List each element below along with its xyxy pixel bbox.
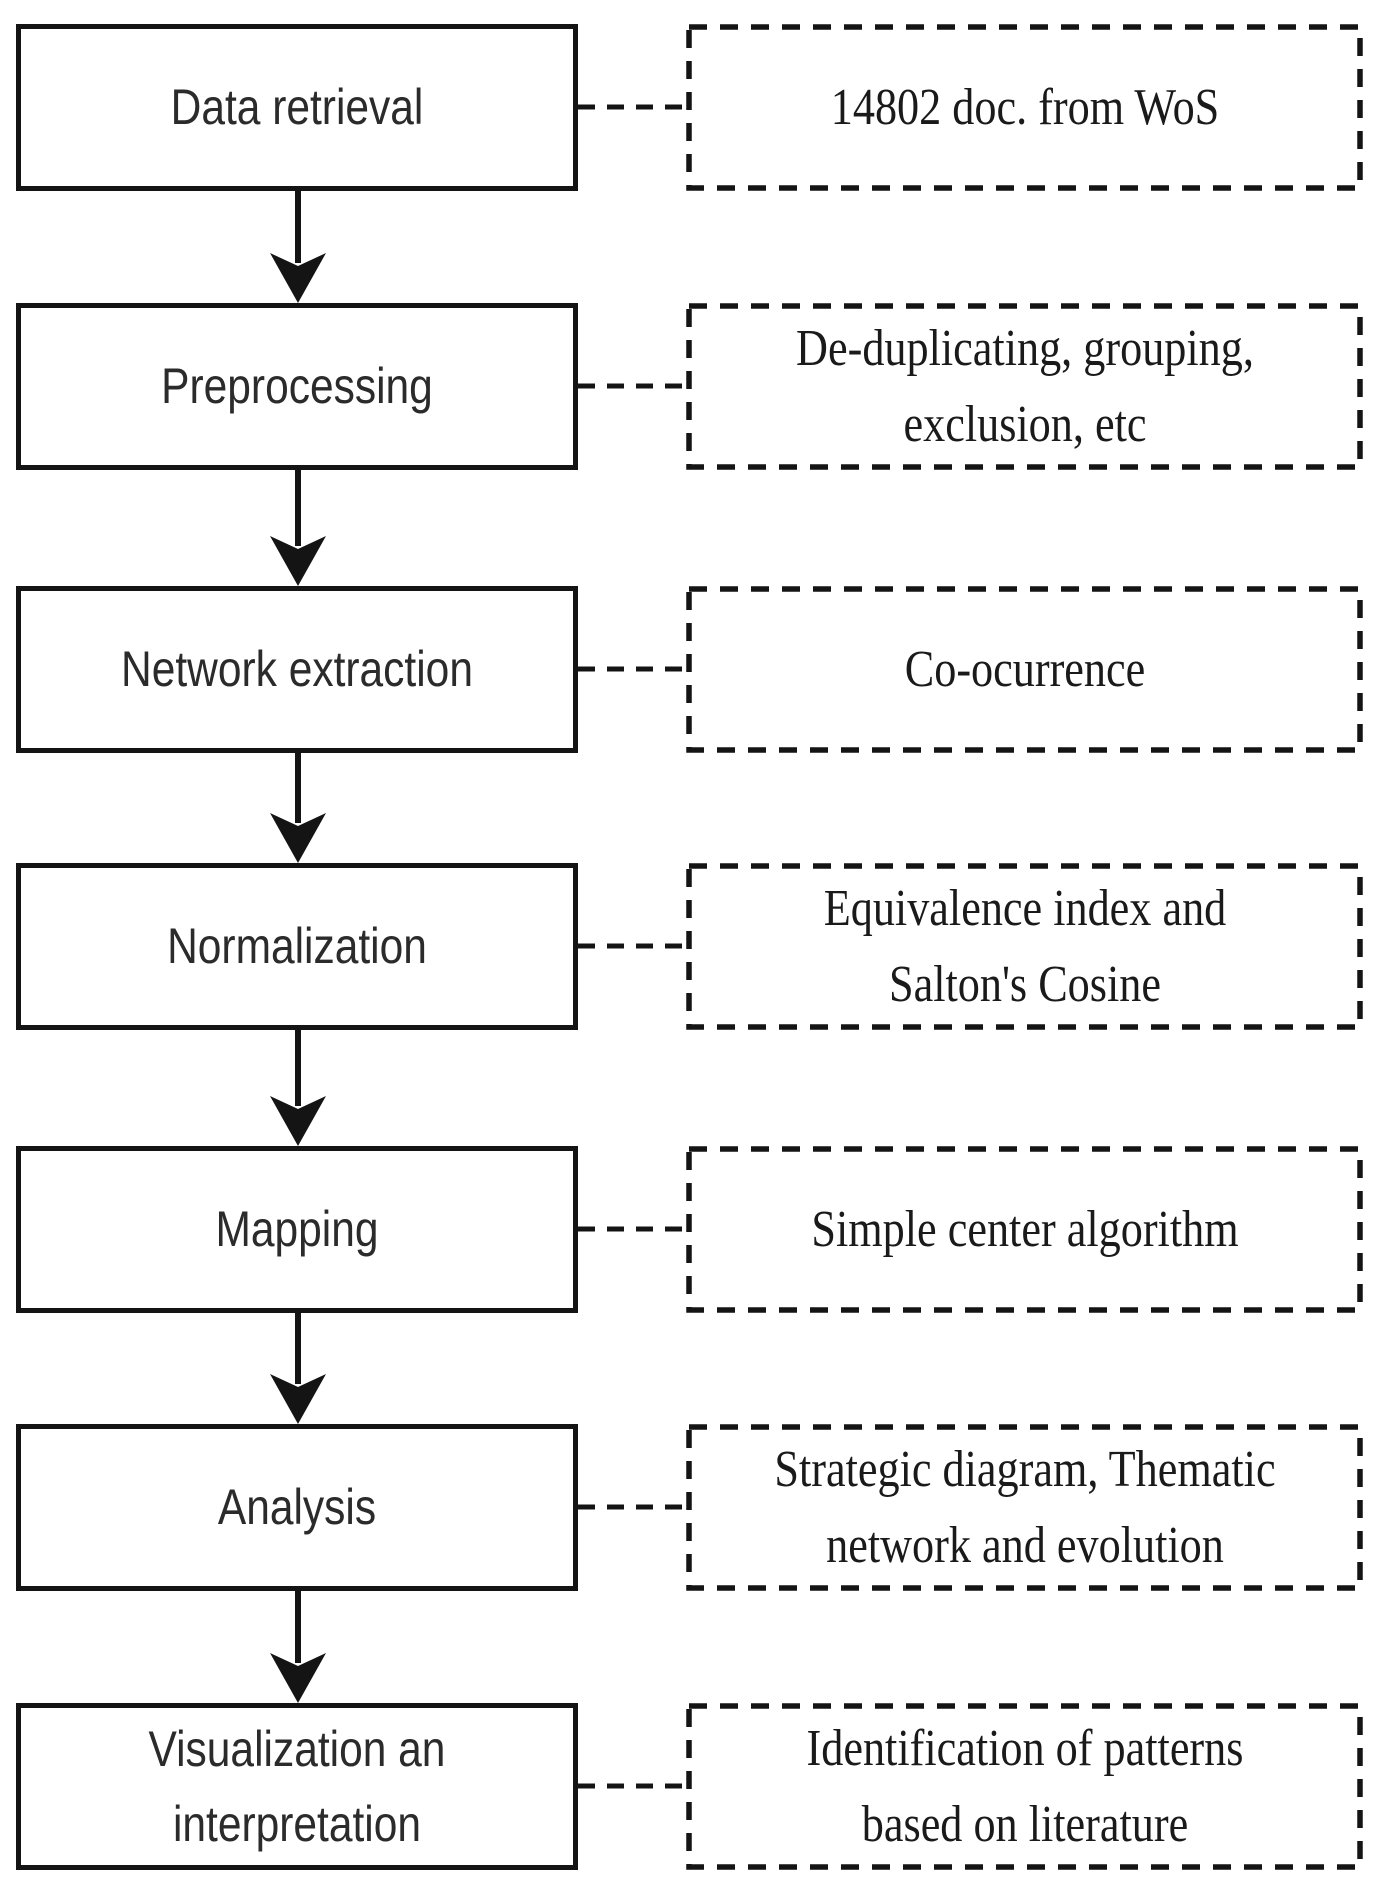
dashed-frame [686, 24, 1363, 191]
step-label: Network extraction [121, 641, 473, 697]
down-arrow-icon [270, 1030, 326, 1146]
dashed-frame [686, 1703, 1363, 1870]
step-label: Mapping [215, 1201, 379, 1257]
note-label: 14802 doc. from WoS [830, 78, 1219, 136]
note-label: De-duplicating, grouping, exclusion, etc [795, 320, 1254, 453]
dashed-connector [578, 104, 686, 110]
step-box-preprocessing: Preprocessing [16, 303, 578, 470]
dashed-frame [686, 1146, 1363, 1313]
note-box-analysis: Strategic diagram, Thematic network and … [686, 1424, 1363, 1591]
note-label: Simple center algorithm [810, 1200, 1239, 1258]
step-label: Data retrieval [170, 79, 424, 135]
dashed-rect [686, 24, 1363, 191]
dashed-connector [578, 1783, 686, 1789]
down-arrow-icon [270, 470, 326, 586]
note-label: Equivalence index and Salton's Cosine [823, 880, 1226, 1013]
dashed-connector [578, 1504, 686, 1510]
note-box-network-extraction: Co-ocurrence [686, 586, 1363, 753]
arrow-head [270, 253, 326, 303]
dashed-frame [686, 586, 1363, 753]
down-arrow-icon [270, 753, 326, 863]
note-box-data-retrieval: 14802 doc. from WoS [686, 24, 1363, 191]
dashed-connector [578, 666, 686, 672]
dashed-connector [578, 1226, 686, 1232]
note-box-visualization-interpretation: Identification of patterns based on lite… [686, 1703, 1363, 1870]
dashed-rect [686, 303, 1363, 470]
dashed-rect [686, 1703, 1363, 1870]
note-label: Identification of patterns based on lite… [806, 1720, 1243, 1853]
step-box-data-retrieval: Data retrieval [16, 24, 578, 191]
step-label: Preprocessing [161, 358, 433, 414]
note-box-normalization: Equivalence index and Salton's Cosine [686, 863, 1363, 1030]
step-label: Visualization an interpretation [148, 1720, 446, 1852]
dashed-frame [686, 863, 1363, 1030]
note-label: Strategic diagram, Thematic network and … [773, 1441, 1276, 1574]
dashed-rect [686, 1146, 1363, 1313]
step-box-visualization-interpretation: Visualization an interpretation [16, 1703, 578, 1870]
down-arrow-icon [270, 1591, 326, 1703]
dashed-connector [578, 383, 686, 389]
arrow-head [270, 813, 326, 863]
note-box-preprocessing: De-duplicating, grouping, exclusion, etc [686, 303, 1363, 470]
dashed-rect [686, 863, 1363, 1030]
dashed-rect [686, 586, 1363, 753]
dashed-connector [578, 943, 686, 949]
arrow-head [270, 1096, 326, 1146]
step-label: Normalization [167, 918, 427, 974]
step-label: Analysis [217, 1479, 377, 1535]
step-box-normalization: Normalization [16, 863, 578, 1030]
down-arrow-icon [270, 1313, 326, 1424]
arrow-head [270, 536, 326, 586]
arrow-head [270, 1653, 326, 1703]
arrow-head [270, 1374, 326, 1424]
down-arrow-icon [270, 191, 326, 303]
step-box-analysis: Analysis [16, 1424, 578, 1591]
note-label: Co-ocurrence [904, 640, 1145, 698]
step-box-network-extraction: Network extraction [16, 586, 578, 753]
dashed-frame [686, 1424, 1363, 1591]
note-box-mapping: Simple center algorithm [686, 1146, 1363, 1313]
step-box-mapping: Mapping [16, 1146, 578, 1313]
dashed-frame [686, 303, 1363, 470]
dashed-rect [686, 1424, 1363, 1591]
